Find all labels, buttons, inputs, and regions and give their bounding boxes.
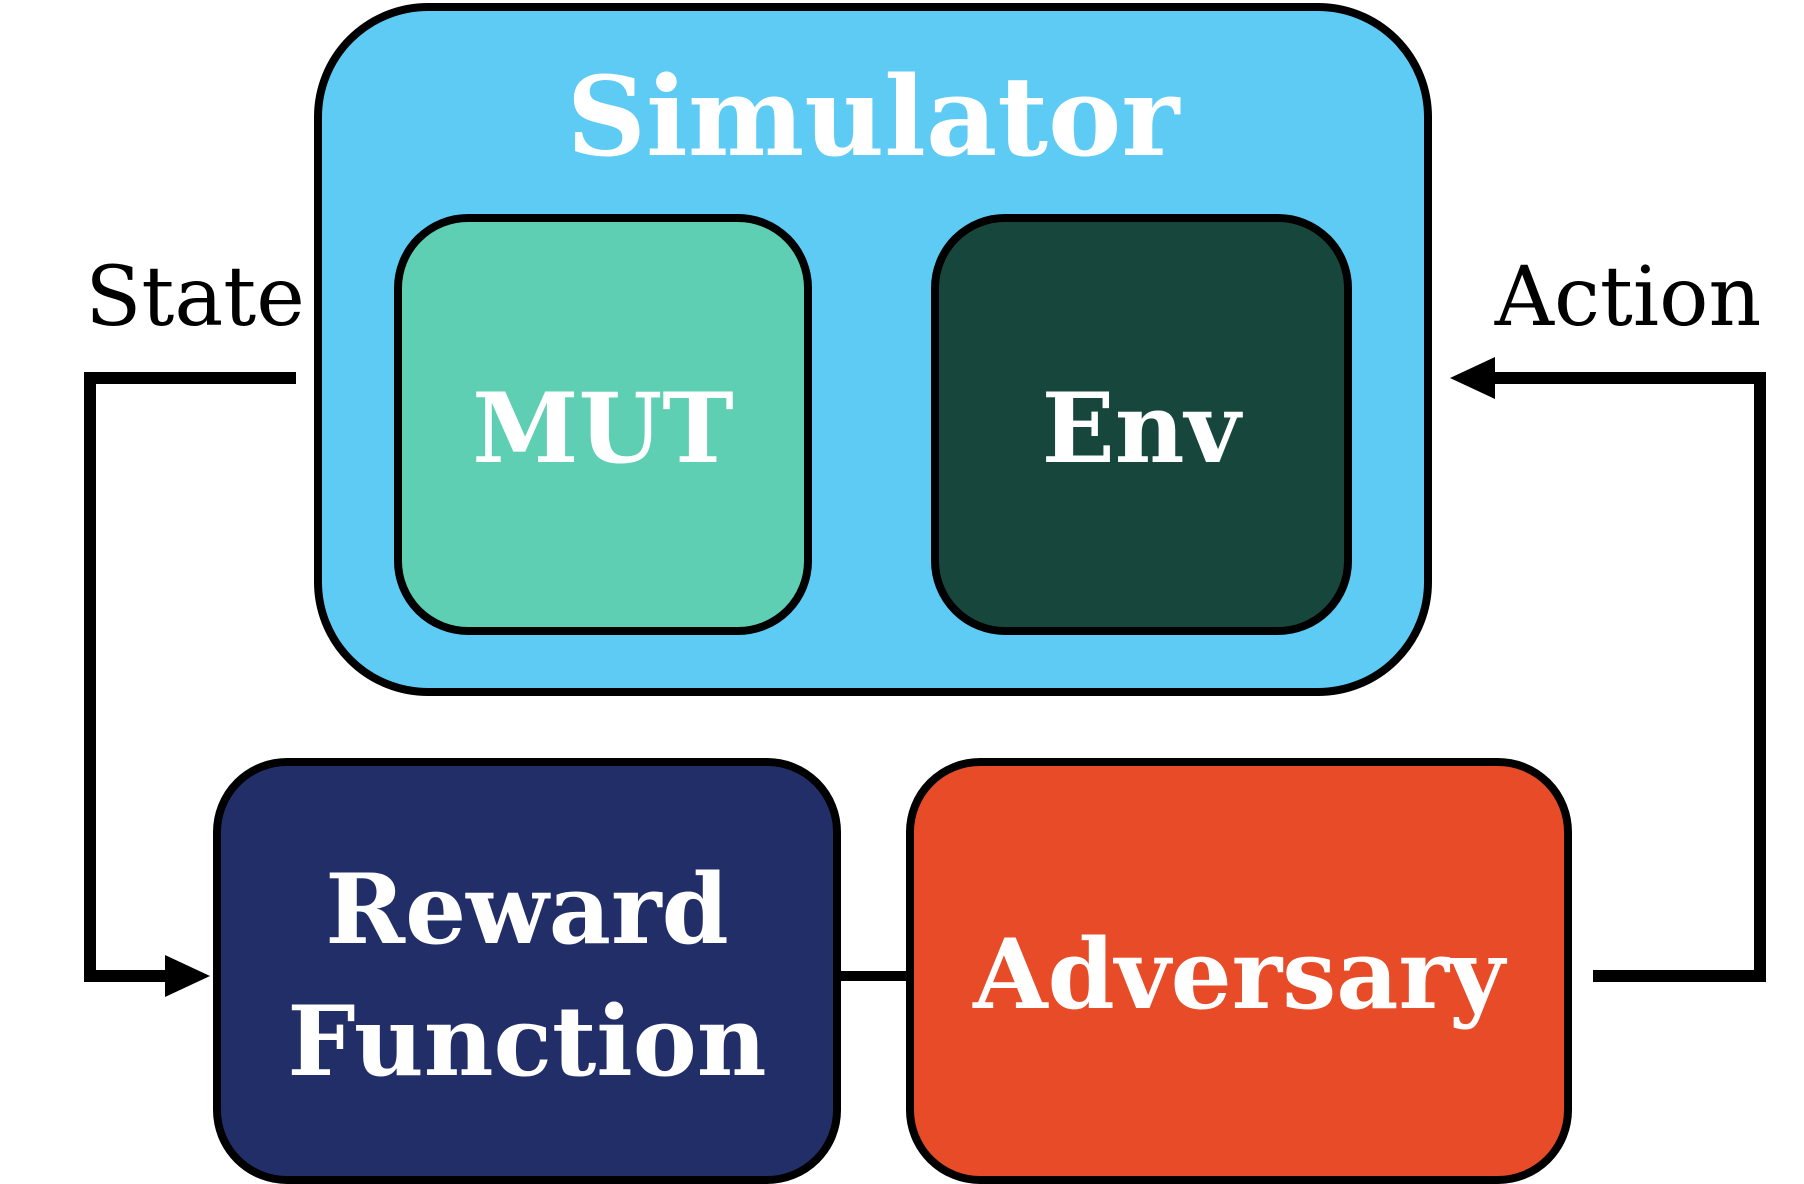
state-label: State	[85, 250, 305, 345]
reward-function-label-line1: Reward	[325, 853, 728, 966]
mut-label: MUT	[472, 372, 733, 485]
action-edge	[1492, 372, 1766, 982]
env-box	[931, 214, 1352, 635]
action-label: Action	[1494, 250, 1762, 345]
env-label: Env	[1042, 372, 1244, 485]
state-arrowhead	[165, 955, 210, 997]
adversary-label: Adversary	[972, 918, 1508, 1031]
action-arrowhead	[1450, 357, 1495, 399]
reward-function-label-line2: Function	[287, 985, 766, 1098]
simulator-title: Simulator	[567, 52, 1182, 181]
reward-function-box	[213, 758, 841, 1184]
mut-box	[394, 214, 812, 635]
state-edge	[84, 372, 296, 982]
